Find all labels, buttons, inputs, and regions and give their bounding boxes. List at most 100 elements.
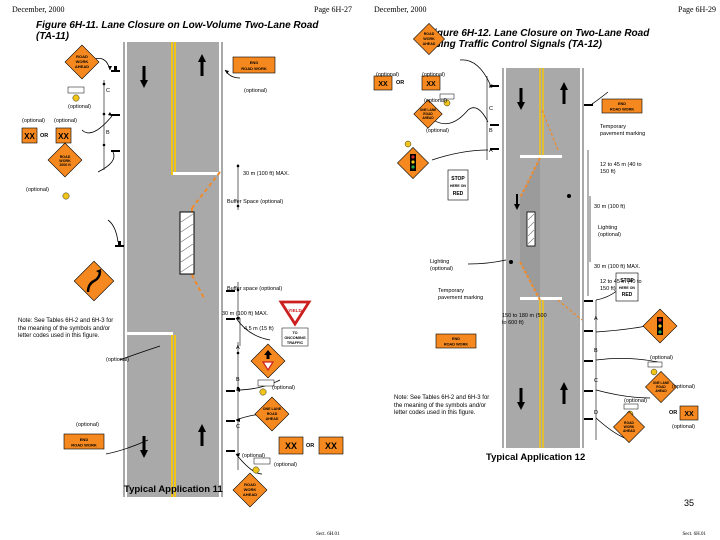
svg-text:WORK: WORK [59, 159, 71, 163]
sign-road-work-ahead-bottom: ROAD WORK AHEAD [613, 411, 645, 443]
lbl-d-top: D [489, 84, 493, 90]
svg-text:ROAD WORK: ROAD WORK [241, 66, 267, 71]
svg-text:RED: RED [453, 191, 464, 197]
lbl-optional: (optional) [242, 453, 265, 459]
svg-text:STOP: STOP [451, 176, 465, 182]
lbl-optional: (optional) [272, 385, 295, 391]
svg-text:ROAD: ROAD [60, 155, 71, 159]
right-note: Note: See Tables 6H-2 and 6H-3 for the m… [394, 395, 490, 416]
svg-text:ROAD WORK: ROAD WORK [71, 443, 97, 448]
work-area [179, 211, 195, 275]
sign-road-work-ahead-top: ROAD WORK AHEAD [64, 44, 100, 80]
lbl-4-5m: 4.5 m (15 ft) [244, 326, 274, 332]
svg-text:ROAD: ROAD [424, 32, 435, 36]
svg-text:END: END [80, 437, 89, 442]
svg-text:END: END [452, 337, 460, 341]
lbl-30m-max: 30 m (100 ft) MAX. [222, 311, 269, 317]
lbl-12-45m: 12 to 45 m (40 to 150 ft) [600, 279, 642, 292]
arrow-down-2 [140, 436, 148, 458]
svg-text:1000 ft: 1000 ft [59, 163, 71, 167]
svg-text:ONE LANE: ONE LANE [420, 108, 436, 112]
sign-signal-ahead-bottom [642, 308, 678, 344]
sign-end-road-work-top: END ROAD WORK [232, 56, 276, 74]
svg-text:AHEAD: AHEAD [423, 42, 436, 46]
lbl-optional: (optional) [624, 398, 647, 404]
lbl-optional: (optional) [26, 187, 49, 193]
sign-xx-bottom: XX [679, 405, 699, 421]
left-header-date: December, 2000 [12, 5, 65, 14]
lbl-buffer-space: Buffer Space (optional) [227, 199, 284, 205]
lbl-optional: (optional) [244, 88, 267, 94]
svg-text:XX: XX [58, 132, 69, 141]
svg-text:TRAFFIC: TRAFFIC [287, 341, 303, 345]
left-diagram: ROAD WORK AHEAD XX XX ROAD WORK 1000 ft … [21, 42, 344, 508]
svg-text:STOP: STOP [620, 278, 634, 284]
lbl-optional: (optional) [376, 72, 399, 78]
right-diagram: ROAD WORK AHEAD XX XX ONE LANE ROAD AHEA… [373, 23, 699, 448]
lbl-lighting-right: Lighting [598, 225, 618, 231]
svg-text:AHEAD: AHEAD [623, 429, 636, 433]
stop-line-bottom [520, 297, 562, 300]
lbl-lighting-left: Lighting [430, 259, 450, 265]
sign-stop-here-on-red-top: STOP HERE ON RED [447, 169, 469, 201]
sign-one-lane-road-bottom: ONE LANE ROAD AHEAD [645, 371, 677, 403]
sign-yield-ahead [250, 343, 286, 379]
slide-number: 35 [683, 498, 694, 508]
lbl-b-top: B [106, 130, 110, 136]
svg-text:XX: XX [325, 441, 337, 451]
lbl-or: OR [40, 133, 49, 139]
right-footer: Sect. 6H.01 [682, 532, 706, 537]
lbl-optional: (optional) [76, 422, 99, 428]
sign-stop-here-on-red-bottom: STOP HERE ON RED [615, 272, 639, 302]
sign-end-road-work: END ROAD WORK [601, 98, 643, 114]
svg-text:XX: XX [378, 81, 388, 88]
svg-text:ONE LANE: ONE LANE [263, 407, 282, 411]
edge-line-left [125, 42, 127, 497]
lbl-lighting-left-opt: (optional) [430, 266, 453, 272]
sign-one-lane-road-top: ONE LANE ROAD AHEAD [413, 99, 443, 129]
svg-text:XX: XX [684, 411, 694, 418]
arrow-up-2 [198, 424, 206, 446]
lbl-optional: (optional) [426, 128, 449, 134]
lbl-optional: (optional) [672, 424, 695, 430]
left-typical-application: Typical Application 11 [124, 484, 223, 495]
left-figure-title: Figure 6H-11. Lane Closure on Low-Volume… [36, 20, 319, 42]
svg-text:AHEAD: AHEAD [422, 116, 434, 120]
svg-text:ROAD: ROAD [656, 385, 666, 389]
svg-text:XX: XX [426, 81, 436, 88]
svg-text:ROAD: ROAD [267, 412, 278, 416]
sign-xx-pair-bottom: XX XX [278, 436, 344, 455]
sign-reverse-curve [73, 260, 115, 302]
sign-road-work-ahead-top: ROAD WORK AHEAD [413, 23, 445, 55]
edge-line-right [219, 42, 221, 497]
lbl-d: D [594, 410, 598, 416]
svg-text:AHEAD: AHEAD [266, 417, 279, 421]
svg-text:HERE ON: HERE ON [450, 184, 466, 188]
right-figure-title: Figure 6H-12. Lane Closure on Two-Lane R… [428, 28, 650, 50]
svg-text:ROAD: ROAD [423, 112, 433, 116]
arrow-down-1 [140, 66, 148, 88]
lbl-optional: (optional) [672, 384, 695, 390]
lbl-a-top: A [489, 148, 493, 154]
lbl-or: OR [306, 443, 315, 449]
sign-yield: YIELD TO ONCOMING TRAFFIC [278, 300, 312, 347]
lbl-c: C [236, 424, 240, 430]
stop-line-bottom [126, 332, 173, 335]
lbl-a: A [236, 345, 240, 351]
lbl-temp-marking: Temporary pavement marking [438, 288, 484, 301]
lbl-30m-max: 30 m (100 ft) MAX. [594, 264, 641, 270]
right-typical-application: Typical Application 12 [486, 452, 586, 463]
sign-end-road-work-bottom: END ROAD WORK [63, 433, 105, 450]
lbl-b: B [594, 348, 598, 354]
right-header-page: Page 6H-29 [678, 5, 716, 14]
left-note: Note: See Tables 6H-2 and 6H-3 for the m… [18, 318, 114, 339]
lbl-buffer-space: Buffer space (optional) [227, 286, 283, 292]
svg-text:RED: RED [622, 292, 633, 298]
svg-text:ROAD WORK: ROAD WORK [444, 343, 469, 347]
svg-text:HERE ON: HERE ON [619, 286, 635, 290]
sign-end-road-work-left: END ROAD WORK [435, 333, 477, 349]
lbl-optional: (optional) [22, 118, 45, 124]
lbl-30m-max: 30 m (100 ft) MAX. [243, 171, 290, 177]
svg-text:ROAD: ROAD [244, 482, 256, 487]
stop-line-top [520, 155, 562, 158]
